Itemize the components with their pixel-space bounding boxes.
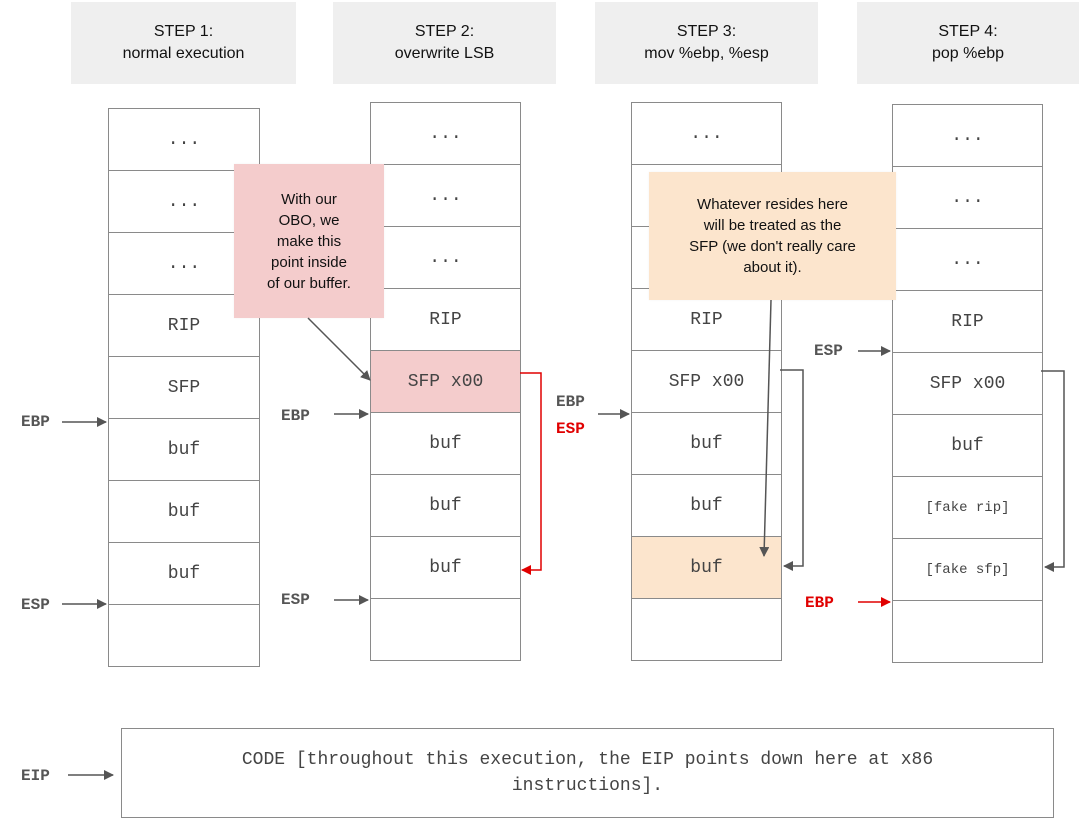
stack-cell-buf: buf xyxy=(109,543,259,605)
stack-cell-buf: buf xyxy=(371,537,520,599)
step-2-header: STEP 2: overwrite LSB xyxy=(333,2,556,84)
sfp-note: Whatever resides here will be treated as… xyxy=(649,172,896,300)
stack-cell: ... xyxy=(893,167,1042,229)
step-1-title: STEP 1: xyxy=(153,23,214,40)
stack-cell-buf: buf xyxy=(371,475,520,537)
obo-callout-arrow xyxy=(307,317,371,381)
stack-cell-rip: RIP xyxy=(632,289,781,351)
step-3-subtitle: mov %ebp, %esp xyxy=(644,45,769,62)
sfp-redirect-arrow-step-4 xyxy=(1041,370,1065,572)
stack-cell: ... xyxy=(893,105,1042,167)
stack-cell: ... xyxy=(109,109,259,171)
stack-step-3: ... ... ... RIP SFP x00 buf buf buf xyxy=(631,102,782,661)
stack-cell: ... xyxy=(109,171,259,233)
code-box: CODE [throughout this execution, the EIP… xyxy=(121,728,1054,818)
stack-cell-rip: RIP xyxy=(371,289,520,351)
stack-cell-buf: buf xyxy=(109,481,259,543)
stack-cell: ... xyxy=(109,233,259,295)
stack-cell-empty xyxy=(371,599,520,661)
step-4-title: STEP 4: xyxy=(938,23,998,40)
esp-label-step-4: ESP xyxy=(814,342,843,360)
obo-note-line: of our buffer. xyxy=(267,274,351,292)
stack-cell-sfp: SFP x00 xyxy=(893,353,1042,415)
ebp-label-step-3: EBP xyxy=(556,393,585,411)
stack-cell-rip: RIP xyxy=(893,291,1042,353)
step-2-subtitle: overwrite LSB xyxy=(394,45,495,62)
stack-cell-sfp: SFP x00 xyxy=(632,351,781,413)
step-3-header: STEP 3: mov %ebp, %esp xyxy=(595,2,818,84)
obo-note-line: OBO, we xyxy=(278,211,340,229)
stack-cell: ... xyxy=(632,103,781,165)
ebp-label-step-4: EBP xyxy=(805,594,834,612)
sfp-note-line: SFP (we don't really care xyxy=(689,238,856,255)
ebp-label-step-1: EBP xyxy=(21,413,50,431)
stack-cell-buf: buf xyxy=(632,475,781,537)
step-2-title: STEP 2: xyxy=(414,23,475,40)
stack-cell-fake-rip: [fake rip] xyxy=(893,477,1042,539)
sfp-redirect-arrow-step-2 xyxy=(520,372,542,575)
obo-note-line: make this xyxy=(276,232,342,250)
obo-note: With our OBO, we make this point inside … xyxy=(234,164,384,318)
esp-label-step-3: ESP xyxy=(556,420,585,438)
stack-cell: ... xyxy=(893,229,1042,291)
step-4-header: STEP 4: pop %ebp xyxy=(857,2,1079,84)
stack-cell: ... xyxy=(371,227,520,289)
esp-label-step-2: ESP xyxy=(281,591,310,609)
sfp-note-line: will be treated as the xyxy=(703,217,842,234)
stack-cell-sfp-highlight: SFP x00 xyxy=(371,351,520,413)
stack-cell-empty xyxy=(632,599,781,661)
code-line-1: CODE [throughout this execution, the EIP… xyxy=(241,750,934,770)
esp-label-step-1: ESP xyxy=(21,596,50,614)
sfp-note-line: Whatever resides here xyxy=(697,196,848,213)
stack-cell-buf: buf xyxy=(109,419,259,481)
sfp-note-callout-arrow xyxy=(759,299,772,557)
stack-cell: ... xyxy=(371,103,520,165)
ebp-label-step-2: EBP xyxy=(281,407,310,425)
stack-step-4: ... ... ... RIP SFP x00 buf [fake rip] [… xyxy=(892,104,1043,663)
step-3-title: STEP 3: xyxy=(676,23,737,40)
stack-cell-empty xyxy=(893,601,1042,663)
stack-cell-sfp: SFP xyxy=(109,357,259,419)
code-line-2: instructions]. xyxy=(511,776,664,796)
sfp-note-line: about it). xyxy=(743,259,802,276)
stack-cell-empty xyxy=(109,605,259,667)
obo-note-line: point inside xyxy=(271,253,347,271)
stack-cell: ... xyxy=(371,165,520,227)
sfp-redirect-arrow-step-3 xyxy=(780,369,804,571)
stack-cell-buf: buf xyxy=(893,415,1042,477)
stack-cell-fake-sfp: [fake sfp] xyxy=(893,539,1042,601)
stack-cell-rip: RIP xyxy=(109,295,259,357)
step-4-subtitle: pop %ebp xyxy=(931,45,1005,62)
obo-note-line: With our xyxy=(281,190,337,208)
stack-step-2: ... ... ... RIP SFP x00 buf buf buf xyxy=(370,102,521,661)
step-1-header: STEP 1: normal execution xyxy=(71,2,296,84)
stack-cell-buf-highlight: buf xyxy=(632,537,781,599)
eip-label: EIP xyxy=(21,767,50,785)
stack-cell-buf: buf xyxy=(632,413,781,475)
stack-step-1: ... ... ... RIP SFP buf buf buf xyxy=(108,108,260,667)
step-1-subtitle: normal execution xyxy=(122,45,245,62)
stack-cell-buf: buf xyxy=(371,413,520,475)
